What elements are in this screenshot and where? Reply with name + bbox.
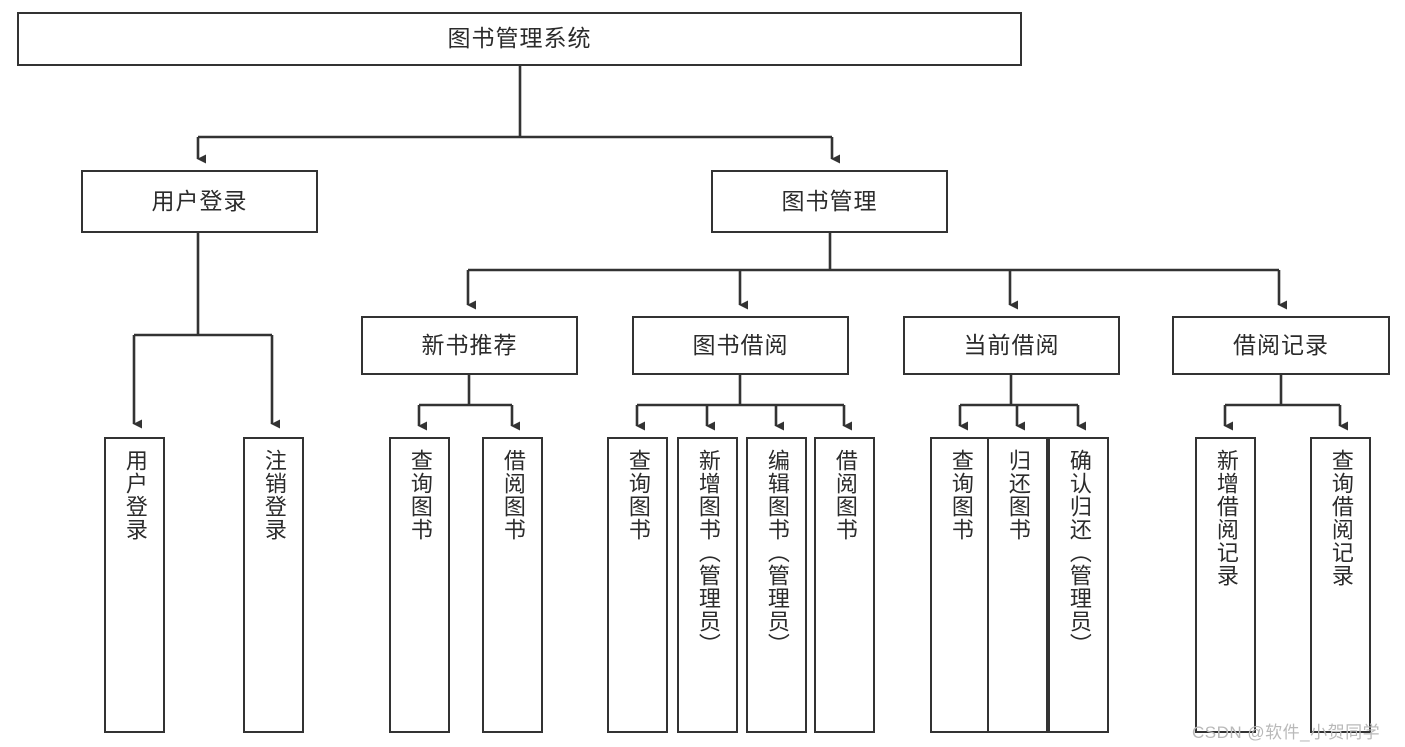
node-label: 用户登录 <box>122 449 148 541</box>
node-leaf-confirm-return-admin[interactable]: 确认归还（管理员） <box>1048 437 1109 733</box>
node-label: 查询图书 <box>407 449 433 541</box>
node-label: 新增图书（管理员） <box>695 449 721 656</box>
node-leaf-user-login[interactable]: 用户登录 <box>104 437 165 733</box>
node-label: 注销登录 <box>261 449 287 541</box>
node-user-login[interactable]: 用户登录 <box>81 170 318 233</box>
node-label: 图书管理系统 <box>447 25 592 52</box>
node-current-borrow[interactable]: 当前借阅 <box>903 316 1120 375</box>
node-book-management-system[interactable]: 图书管理系统 <box>17 12 1022 66</box>
node-label: 图书管理 <box>781 187 878 214</box>
node-label: 图书借阅 <box>692 331 789 358</box>
node-label: 归还图书 <box>1005 449 1031 541</box>
node-new-book-recommend[interactable]: 新书推荐 <box>361 316 578 375</box>
node-label: 新书推荐 <box>421 331 518 358</box>
node-leaf-borrow-book-2[interactable]: 借阅图书 <box>814 437 875 733</box>
node-label: 编辑图书（管理员） <box>764 449 790 656</box>
node-label: 借阅记录 <box>1233 331 1329 358</box>
node-book-manage[interactable]: 图书管理 <box>711 170 948 233</box>
node-label: 确认归还（管理员） <box>1066 449 1092 656</box>
node-label: 当前借阅 <box>963 331 1060 358</box>
node-book-borrow[interactable]: 图书借阅 <box>632 316 849 375</box>
node-leaf-query-borrow-record[interactable]: 查询借阅记录 <box>1310 437 1371 733</box>
node-leaf-query-book-3[interactable]: 查询图书 <box>930 437 991 733</box>
node-label: 借阅图书 <box>500 449 526 541</box>
node-label: 查询图书 <box>625 449 651 541</box>
node-label: 新增借阅记录 <box>1213 449 1239 587</box>
csdn-watermark: CSDN @软件_小贺同学 <box>1192 723 1381 742</box>
node-leaf-edit-book-admin[interactable]: 编辑图书（管理员） <box>746 437 807 733</box>
node-label: 借阅图书 <box>832 449 858 541</box>
node-leaf-query-book-2[interactable]: 查询图书 <box>607 437 668 733</box>
node-leaf-query-book-1[interactable]: 查询图书 <box>389 437 450 733</box>
node-leaf-add-borrow-record[interactable]: 新增借阅记录 <box>1195 437 1256 733</box>
node-leaf-add-book-admin[interactable]: 新增图书（管理员） <box>677 437 738 733</box>
node-leaf-logout-login[interactable]: 注销登录 <box>243 437 304 733</box>
node-label: 用户登录 <box>151 187 248 214</box>
node-label: 查询借阅记录 <box>1328 449 1354 587</box>
node-leaf-return-book[interactable]: 归还图书 <box>987 437 1048 733</box>
node-label: 查询图书 <box>948 449 974 541</box>
node-leaf-borrow-book-1[interactable]: 借阅图书 <box>482 437 543 733</box>
node-borrow-record[interactable]: 借阅记录 <box>1172 316 1390 375</box>
